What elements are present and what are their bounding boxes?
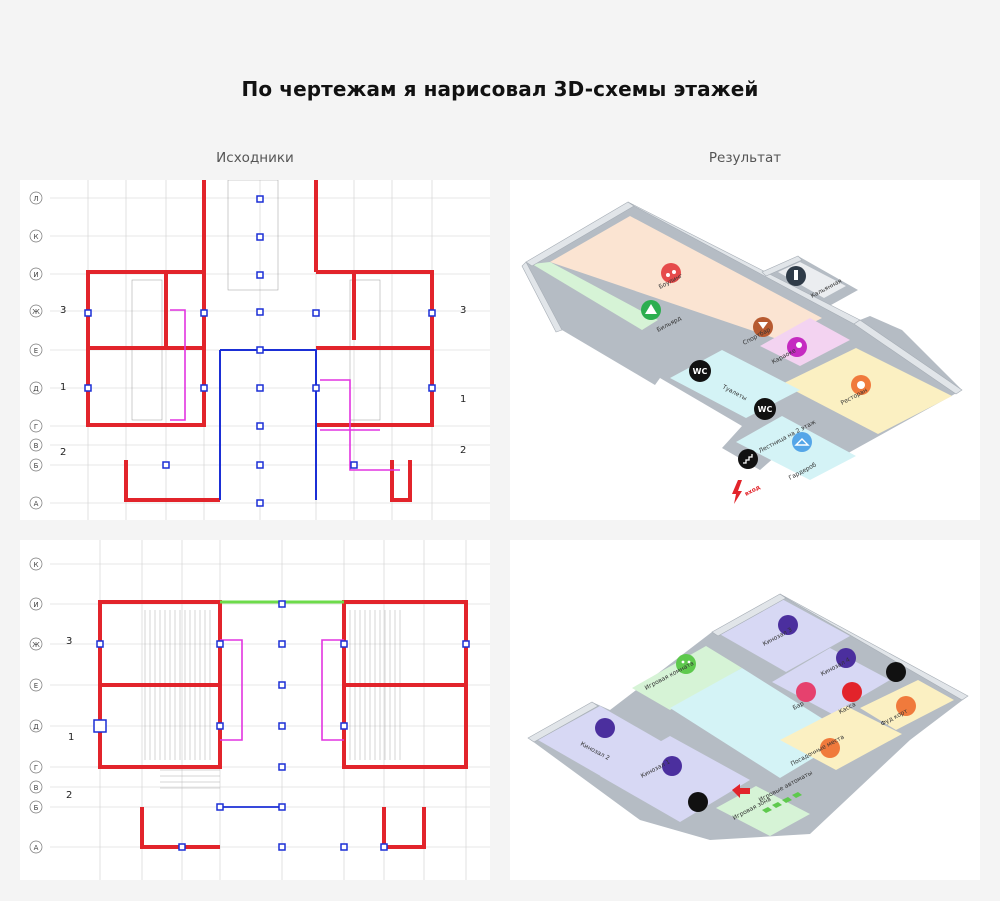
film-camera-icon xyxy=(595,615,856,776)
billiards-icon xyxy=(641,300,661,320)
billiards-area xyxy=(532,262,658,330)
cocktail-icon xyxy=(753,317,773,337)
entrance-arrow-icon xyxy=(732,480,742,504)
direction-arrow-icon xyxy=(732,784,750,798)
right-column-heading: Результат xyxy=(708,150,782,166)
grid-label: Б xyxy=(34,462,39,470)
grid-label: А xyxy=(34,500,39,508)
entrance-label: вход xyxy=(744,484,762,498)
blueprint-floor-2: К И Ж Е Д Г В Б А 3 1 2 xyxy=(20,540,490,880)
wc-icon xyxy=(689,360,776,420)
grid-label: И xyxy=(33,601,38,609)
floor-1-3d-plan: WC WC Боулинг Бильярд Спортбар Караоке К… xyxy=(510,180,980,520)
grid-label: К xyxy=(34,561,39,569)
axis-mark: 1 xyxy=(60,382,66,393)
wc-label: WC xyxy=(758,405,773,414)
soda-icon xyxy=(820,738,840,758)
room-label: Бар xyxy=(792,700,806,712)
stairs-icon xyxy=(688,662,906,812)
playroom-area xyxy=(632,646,742,710)
axis-mark: 2 xyxy=(66,790,72,801)
left-column-heading: Исходники xyxy=(216,150,294,166)
grid-label: К xyxy=(34,233,39,241)
food-icon xyxy=(896,696,916,716)
grid-label: Е xyxy=(34,347,38,355)
blueprint-floor-1: Л К И Ж Е Д Г В Б А 3 1 2 3 1 2 xyxy=(20,180,490,520)
hookah-icon xyxy=(786,266,806,286)
cloakroom-icon xyxy=(792,432,812,452)
cinema-1-area xyxy=(600,736,750,822)
popcorn-icon xyxy=(796,682,816,702)
grid-label: В xyxy=(34,442,39,450)
restaurant-icon xyxy=(851,375,871,395)
axis-mark: 1 xyxy=(460,394,466,405)
grid-label: Л xyxy=(33,195,38,203)
seating-area xyxy=(780,706,902,770)
axis-mark: 3 xyxy=(460,305,466,316)
axis-mark: 2 xyxy=(60,447,66,458)
bowling-icon xyxy=(661,263,681,283)
grid-label: Ж xyxy=(32,641,40,649)
axis-mark: 3 xyxy=(60,305,66,316)
axis-mark: 1 xyxy=(68,732,74,743)
grid-label: Г xyxy=(34,764,38,772)
grid-label: Д xyxy=(33,385,39,393)
bowling-area xyxy=(550,216,822,340)
page-title: По чертежам я нарисовал 3D-схемы этажей xyxy=(241,77,759,101)
grid-label: Е xyxy=(34,682,38,690)
wc-label: WC xyxy=(693,367,708,376)
arcade-area xyxy=(716,786,810,836)
axis-mark: 2 xyxy=(460,445,466,456)
axis-mark: 3 xyxy=(66,636,72,647)
microphone-icon xyxy=(787,337,807,357)
grid-label: Г xyxy=(34,423,38,431)
stairs-icon xyxy=(738,449,758,469)
ticket-icon xyxy=(842,682,862,702)
grid-label: И xyxy=(33,271,38,279)
smiley-icon xyxy=(676,654,696,674)
grid-label: Ж xyxy=(32,308,40,316)
grid-label: А xyxy=(34,844,39,852)
floor-2-3d-plan: Кинозал 2 Кинозал 1 Кинозал 3 Кинозал 4 … xyxy=(510,540,980,880)
grid-label: Б xyxy=(34,804,39,812)
grid-label: В xyxy=(34,784,39,792)
grid-label: Д xyxy=(33,723,39,731)
